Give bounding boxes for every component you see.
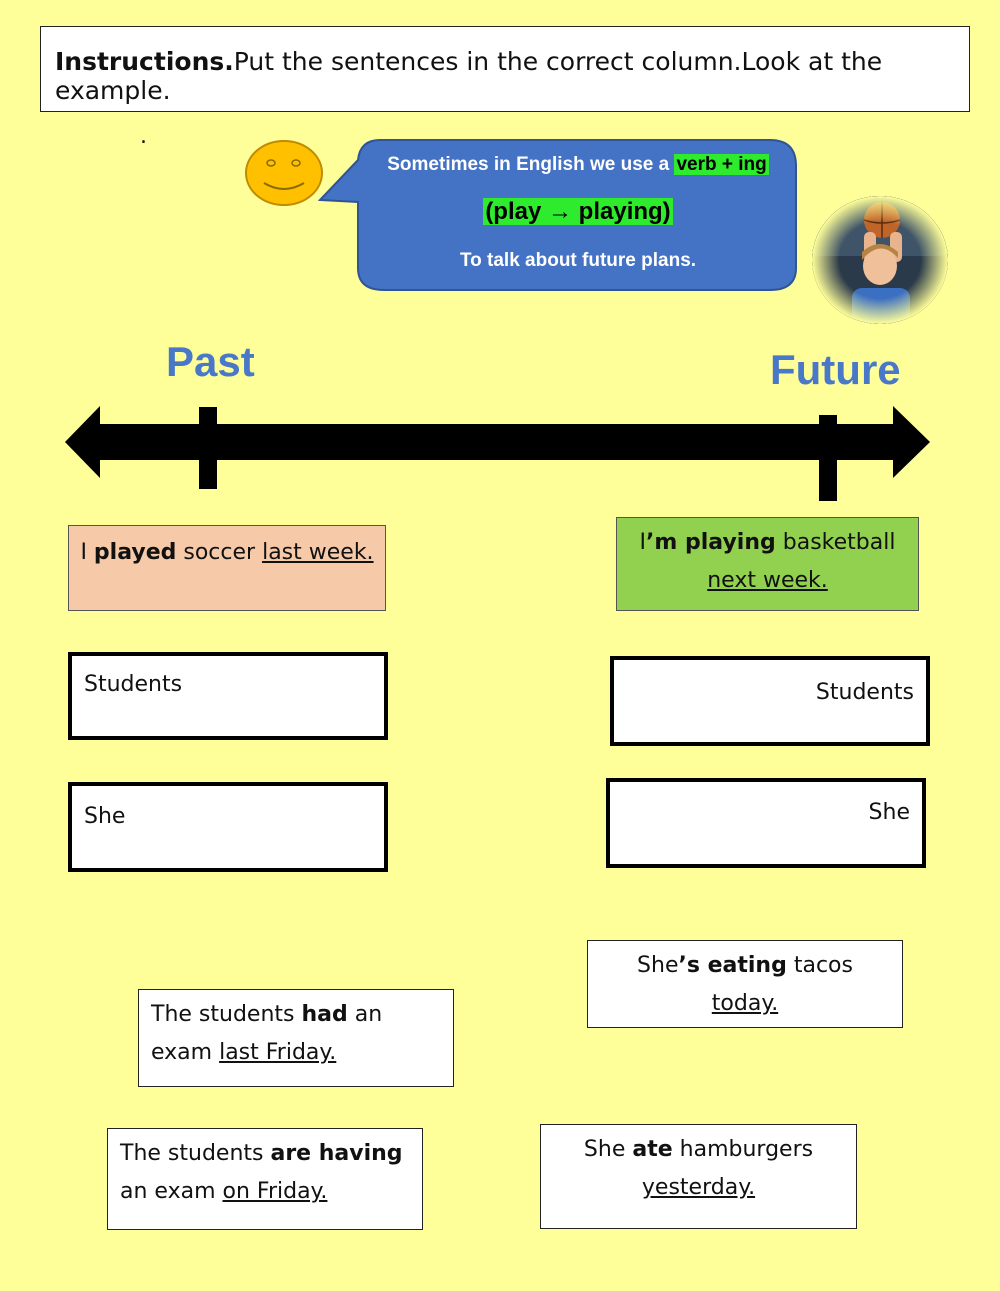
sentence-text: tacos [787,953,853,978]
example-text: basketball [776,530,896,555]
sentence-time-expression: on Friday. [223,1179,328,1204]
bubble-line-1-text: Sometimes in English we use a [387,154,674,175]
future-drop-slot[interactable]: Students [610,656,930,746]
instructions-heading: Instructions. [55,47,234,76]
example-text: I [80,540,93,565]
sentence-text: She [584,1137,632,1162]
example-verb: played [94,540,176,565]
sentence-card[interactable]: The students had an exam last Friday. [138,989,454,1087]
slot-label: Students [816,680,914,705]
past-example-card: I played soccer last week. [68,525,386,611]
sentence-card[interactable]: She’s eating tacos today. [587,940,903,1028]
sentence-verb: had [301,1002,347,1027]
past-drop-slot[interactable]: She [68,782,388,872]
sentence-time-expression: last Friday. [219,1040,336,1065]
sentence-time-expression: today. [712,991,778,1016]
bubble-line-2: (play → playing) [360,198,796,226]
sentence-text: an exam [120,1179,223,1204]
example-time-expression: last week. [262,540,373,565]
bubble-line-3: To talk about future plans. [360,250,796,272]
sentence-card[interactable]: The students are having an exam on Frida… [107,1128,423,1230]
example-time-expression: next week. [707,568,828,593]
example-text: soccer [176,540,262,565]
sentence-verb: are having [270,1141,402,1166]
future-example-card: I’m playing basketball next week. [616,517,919,611]
sentence-time-expression: yesterday. [642,1175,755,1200]
sentence-card[interactable]: She ate hamburgers yesterday. [540,1124,857,1229]
sentence-text: The students [151,1002,301,1027]
sentence-text: hamburgers [673,1137,813,1162]
timeline-arrow [60,400,935,510]
basketball-player-photo [812,196,948,324]
example-verb: ’m playing [646,530,776,555]
slot-label: Students [84,672,182,697]
slot-label: She [84,804,125,829]
instructions-box: Instructions.Put the sentences in the co… [40,26,970,112]
sentence-verb: ’s eating [678,953,786,978]
smiley-face-icon [244,139,324,207]
stray-mark: . [140,124,147,149]
sentence-verb: ate [632,1137,672,1162]
future-drop-slot[interactable]: She [606,778,926,868]
past-drop-slot[interactable]: Students [68,652,388,740]
bubble-highlight: verb + ing [674,154,768,175]
sentence-text: The students [120,1141,270,1166]
past-label: Past [166,338,255,386]
speech-bubble-text: Sometimes in English we use a verb + ing… [360,140,796,290]
slot-label: She [869,800,910,825]
bubble-example: (play → playing) [483,198,672,225]
bubble-line-1: Sometimes in English we use a verb + ing [360,154,796,176]
sentence-text: She [637,953,678,978]
future-label: Future [770,346,901,394]
